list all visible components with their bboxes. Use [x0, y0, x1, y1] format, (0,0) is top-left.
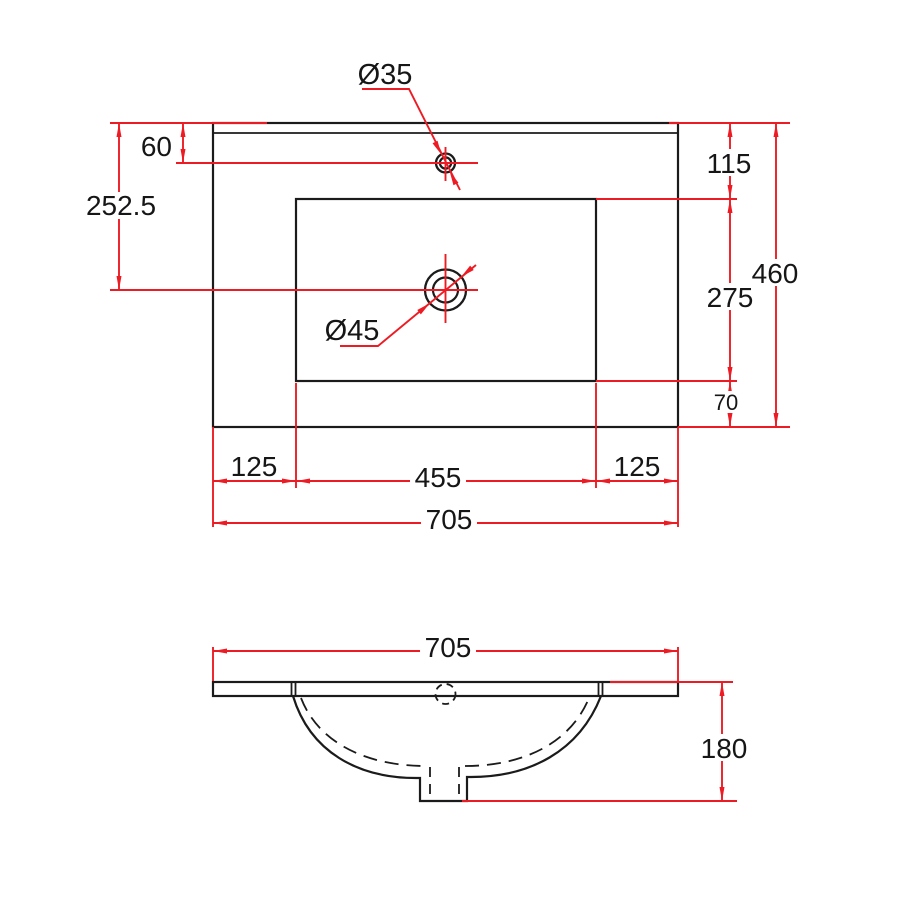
dim-label-115-text: 115: [707, 148, 752, 179]
basin-bowl-hidden-line-right: [464, 697, 590, 767]
slab-outline: [211, 680, 680, 698]
basin-bowl-profile: [291, 695, 603, 803]
dim-label-125-left: 125: [231, 451, 278, 482]
front-view: 705 180: [211, 632, 749, 803]
top-view: Ø35 Ø45 60 252.5 115 275 70 460 125 455 …: [84, 59, 802, 536]
leader-line-faucet-dia: [362, 88, 461, 191]
dim-label-70-text: 70: [714, 390, 738, 415]
dim-label-705-front-view: 705: [420, 632, 476, 664]
dim-label-455-text: 455: [415, 462, 462, 493]
dim-label-705-top-view: 705: [421, 504, 477, 536]
dim-label-252-5: 252.5: [84, 190, 158, 221]
basin-bowl-hidden-line-left: [300, 697, 427, 767]
leader-line-drain-dia: [340, 264, 477, 347]
dim-label-60: 60: [141, 131, 172, 162]
dim-label-drain-dia: Ø45: [325, 315, 380, 347]
dim-label-125-right: 125: [614, 451, 661, 482]
dim-label-275: 275: [706, 282, 755, 313]
dim-label-460-text: 460: [752, 258, 799, 289]
dim-label-275-text: 275: [707, 282, 754, 313]
dim-label-705-front-text: 705: [425, 632, 472, 663]
faucet-hole-hidden-circle: [434, 683, 457, 705]
dim-label-705-text: 705: [426, 504, 473, 535]
dim-label-faucet-dia: Ø35: [358, 59, 413, 91]
dim-label-180-text: 180: [701, 733, 748, 764]
dim-label-180: 180: [699, 733, 749, 764]
dim-label-70: 70: [711, 390, 742, 415]
dim-label-460: 460: [749, 258, 802, 289]
countertop-outline: [211, 121, 680, 429]
dim-label-252-5-text: 252.5: [86, 190, 156, 221]
dim-label-115: 115: [705, 148, 754, 179]
dim-label-455: 455: [410, 462, 466, 494]
